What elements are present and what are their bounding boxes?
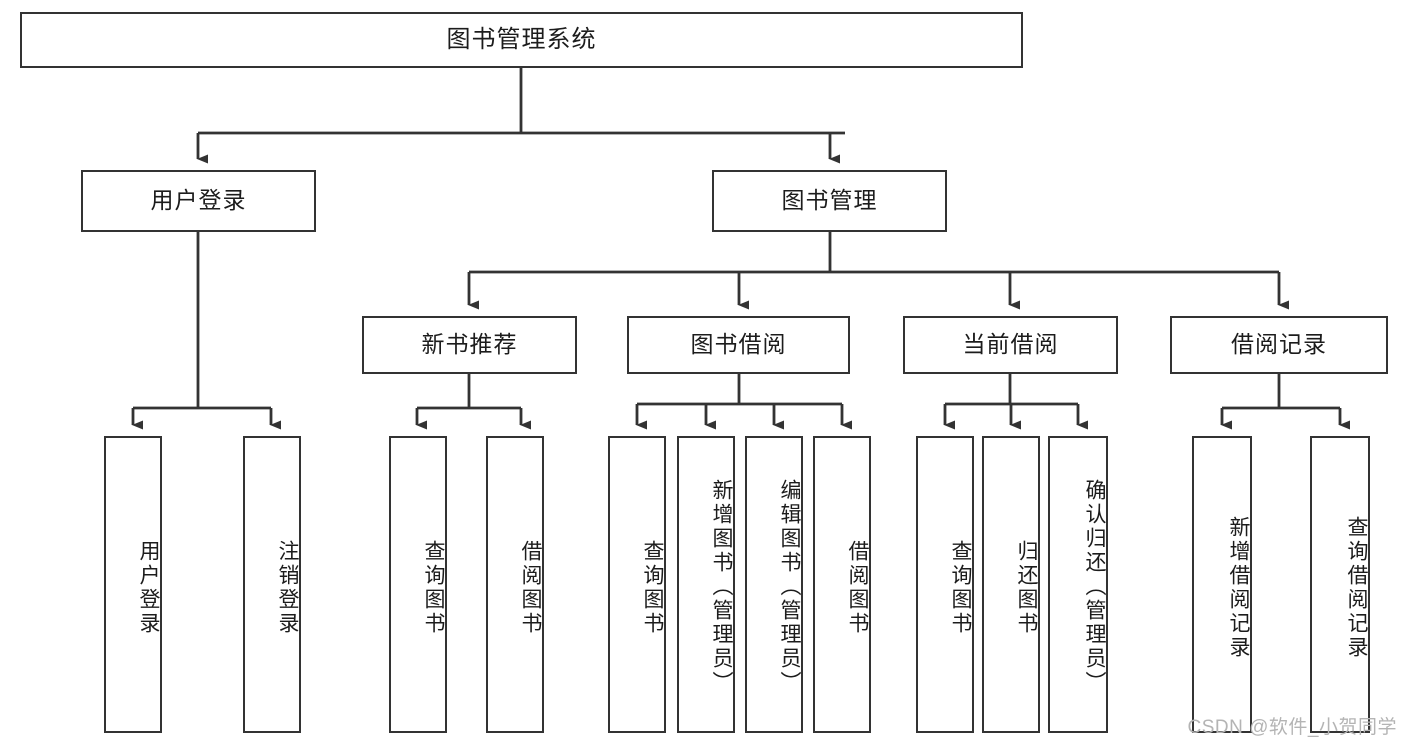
node-new-book-recommend[interactable]: 新书推荐 — [362, 316, 577, 374]
node-label: 图书借阅 — [690, 331, 787, 358]
leaf-current-query-book[interactable]: 查询图书 — [916, 436, 974, 733]
node-label: 新增图书（管理员） — [710, 478, 733, 695]
leaf-borrow-borrow-book[interactable]: 借阅图书 — [813, 436, 871, 733]
node-label: 确认归还（管理员） — [1083, 478, 1106, 695]
node-label: 归还图书 — [1015, 539, 1038, 636]
node-label: 编辑图书（管理员） — [778, 478, 801, 695]
leaf-record-add-record[interactable]: 新增借阅记录 — [1192, 436, 1252, 733]
node-label: 借阅图书 — [846, 539, 869, 636]
node-label: 新书推荐 — [421, 331, 518, 358]
leaf-record-query-record[interactable]: 查询借阅记录 — [1310, 436, 1370, 733]
node-current-borrow[interactable]: 当前借阅 — [903, 316, 1118, 374]
leaf-current-return-book[interactable]: 归还图书 — [982, 436, 1040, 733]
node-label: 查询图书 — [641, 539, 664, 636]
node-label: 图书管理系统 — [446, 25, 597, 53]
node-label: 查询图书 — [949, 539, 972, 636]
node-label: 当前借阅 — [962, 331, 1059, 358]
node-label: 借阅图书 — [519, 539, 542, 636]
node-label: 用户登录 — [150, 187, 247, 214]
leaf-recommend-query-book[interactable]: 查询图书 — [389, 436, 447, 733]
leaf-borrow-add-book-admin[interactable]: 新增图书（管理员） — [677, 436, 735, 733]
leaf-borrow-edit-book-admin[interactable]: 编辑图书（管理员） — [745, 436, 803, 733]
leaf-borrow-query-book[interactable]: 查询图书 — [608, 436, 666, 733]
node-label: 图书管理 — [781, 187, 878, 214]
node-label: 查询借阅记录 — [1345, 515, 1368, 660]
node-book-management[interactable]: 图书管理 — [712, 170, 947, 232]
leaf-current-confirm-return-admin[interactable]: 确认归还（管理员） — [1048, 436, 1108, 733]
node-label: 查询图书 — [422, 539, 445, 636]
node-root-system[interactable]: 图书管理系统 — [20, 12, 1023, 68]
leaf-recommend-borrow-book[interactable]: 借阅图书 — [486, 436, 544, 733]
node-label: 用户登录 — [137, 539, 160, 636]
node-label: 借阅记录 — [1231, 331, 1327, 358]
node-label: 新增借阅记录 — [1227, 515, 1250, 660]
node-book-borrow[interactable]: 图书借阅 — [627, 316, 850, 374]
node-user-login[interactable]: 用户登录 — [81, 170, 316, 232]
node-label: 注销登录 — [276, 539, 299, 636]
leaf-user-login-login[interactable]: 用户登录 — [104, 436, 162, 733]
leaf-user-login-logout[interactable]: 注销登录 — [243, 436, 301, 733]
node-borrow-record[interactable]: 借阅记录 — [1170, 316, 1388, 374]
